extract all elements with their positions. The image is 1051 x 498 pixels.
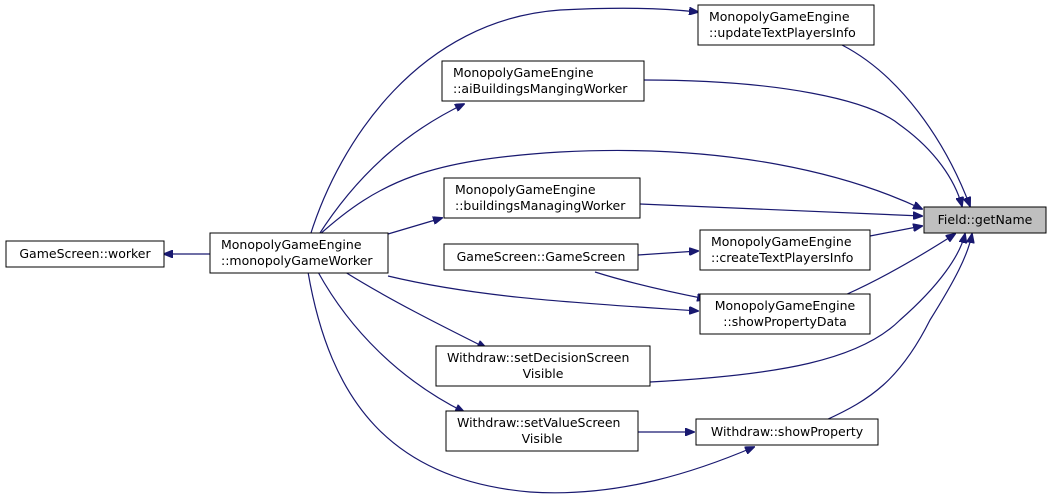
node-showPropertyData-line2: ::showPropertyData	[723, 314, 846, 329]
edge-monopolyGameWorker-showProperty	[307, 271, 754, 494]
node-buildingsManaging-line2: ::buildingsManagingWorker	[455, 198, 626, 213]
node-setDecisionScreenVisible[interactable]: Withdraw::setDecisionScreen Visible	[435, 345, 651, 387]
node-setValueScreenVisible[interactable]: Withdraw::setValueScreen Visible	[445, 410, 639, 452]
node-monopolyGameWorker-line2: ::monopolyGameWorker	[221, 253, 373, 268]
node-worker[interactable]: GameScreen::worker	[5, 240, 165, 268]
node-gameScreen-label: GameScreen::GameScreen	[457, 249, 626, 264]
edge-showPropertyData-getName	[844, 234, 955, 296]
edge-gameScreen-showPropertyData	[594, 271, 706, 299]
edge-setDecision-getName	[649, 234, 965, 383]
node-updateTextPlayersInfo-line1: MonopolyGameEngine	[709, 9, 850, 24]
edge-gameScreen-createTextPlayersInfo	[637, 251, 698, 256]
edge-aiBuildings-monopolyGameWorker	[317, 104, 464, 237]
node-setValue-line1: Withdraw::setValueScreen	[457, 415, 620, 430]
node-showPropertyData-line1: MonopolyGameEngine	[715, 298, 856, 313]
node-createTextPlayersInfo-line2: ::createTextPlayersInfo	[711, 250, 853, 265]
node-monopolyGameWorker-line1: MonopolyGameEngine	[221, 237, 362, 252]
edge-updateTextPlayersInfo-getName	[841, 44, 970, 206]
edge-aiBuildings-getName	[643, 79, 962, 206]
node-showProperty[interactable]: Withdraw::showProperty	[695, 418, 879, 446]
node-worker-label: GameScreen::worker	[19, 246, 151, 261]
node-setDecision-line2: Visible	[523, 366, 564, 381]
edge-buildingsManaging-monopolyGameWorker	[387, 218, 442, 235]
node-updateTextPlayersInfo[interactable]: MonopolyGameEngine ::updateTextPlayersIn…	[697, 4, 875, 46]
edge-monopolyGameWorker-setValue	[317, 271, 464, 412]
node-buildingsManaging-line1: MonopolyGameEngine	[455, 182, 596, 197]
node-setValue-line2: Visible	[522, 431, 563, 446]
node-showPropertyData[interactable]: MonopolyGameEngine ::showPropertyData	[699, 293, 871, 335]
edge-monopolyGameWorker-getName-direct	[317, 149, 922, 237]
edge-buildingsManaging-getName	[639, 203, 922, 216]
node-gameScreen[interactable]: GameScreen::GameScreen	[443, 243, 639, 271]
edge-createTextPlayersInfo-getName	[869, 226, 922, 237]
node-createTextPlayersInfo-line1: MonopolyGameEngine	[711, 234, 852, 249]
edge-monopolyGameWorker-setDecision	[344, 271, 486, 348]
node-updateTextPlayersInfo-line2: ::updateTextPlayersInfo	[709, 25, 856, 40]
edge-showProperty-getName	[825, 234, 972, 421]
node-getName[interactable]: Field::getName	[923, 206, 1047, 234]
node-aiBuildings-line2: ::aiBuildingsMangingWorker	[453, 81, 628, 96]
node-aiBuildingsMangingWorker[interactable]: MonopolyGameEngine ::aiBuildingsMangingW…	[441, 60, 645, 102]
node-showProperty-label: Withdraw::showProperty	[711, 424, 864, 439]
edge-monopolyGameWorker-showPropertyData	[387, 275, 698, 311]
node-monopolyGameWorker[interactable]: MonopolyGameEngine ::monopolyGameWorker	[209, 232, 389, 274]
edge-updateTextPlayersInfo-monopolyGameWorker	[309, 8, 698, 237]
edges	[164, 8, 972, 494]
node-getName-label: Field::getName	[938, 212, 1033, 227]
node-createTextPlayersInfo[interactable]: MonopolyGameEngine ::createTextPlayersIn…	[699, 229, 871, 271]
node-buildingsManagingWorker[interactable]: MonopolyGameEngine ::buildingsManagingWo…	[443, 177, 641, 219]
node-aiBuildings-line1: MonopolyGameEngine	[453, 65, 594, 80]
node-setDecision-line1: Withdraw::setDecisionScreen	[447, 350, 629, 365]
